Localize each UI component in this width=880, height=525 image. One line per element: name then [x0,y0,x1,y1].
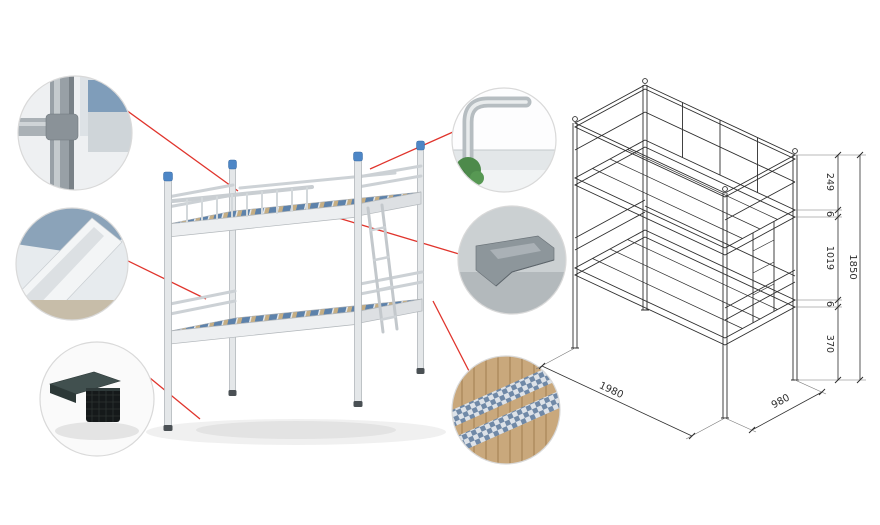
callout-line-slats [432,300,471,374]
slat-strap-detail-circle [451,355,561,465]
dim-clearance: 370 [824,335,835,353]
post-caps [163,140,425,182]
callout-line-feet [149,377,201,420]
dim-bottom-thickness: 6 [824,301,835,307]
dimension-drawing [571,78,799,419]
post-joint-detail-circle [17,75,133,191]
extension-lines [535,154,866,440]
front-guardrail [171,185,314,223]
bed-shadow [146,419,446,445]
dimension-annotations: 249 6 1019 1850 6 370 1980 980 [535,151,866,440]
guardrail-tube-detail-circle [451,87,557,193]
dim-guardrail-height: 249 [824,173,835,191]
dim-width: 980 [770,392,792,411]
post-feet [163,368,425,431]
dimension-lines [538,151,864,440]
dim-top-thickness: 6 [824,211,835,217]
wire-upper-deck [574,139,796,256]
rear-posts [229,146,424,394]
callout-line-corner [121,257,207,300]
dim-bunk-gap: 1019 [824,246,835,270]
dim-total-height: 1850 [847,254,858,279]
bed-shadow-inner [196,421,396,439]
plastic-foot-detail-circle [39,341,155,457]
callout-line-joint [125,109,239,192]
wire-ladder [752,221,775,323]
wire-lower-deck [574,199,796,346]
bed-ladder [366,203,399,334]
callout-line-bracket [324,213,460,255]
wire-top-rails [574,84,796,221]
front-posts [164,157,362,429]
connector-bracket-detail-circle [457,205,567,315]
callout-line-tube [369,131,454,170]
frame-corner-detail-circle [15,207,129,321]
detail-callouts [15,75,567,465]
bunk-bed-photo [146,140,446,445]
